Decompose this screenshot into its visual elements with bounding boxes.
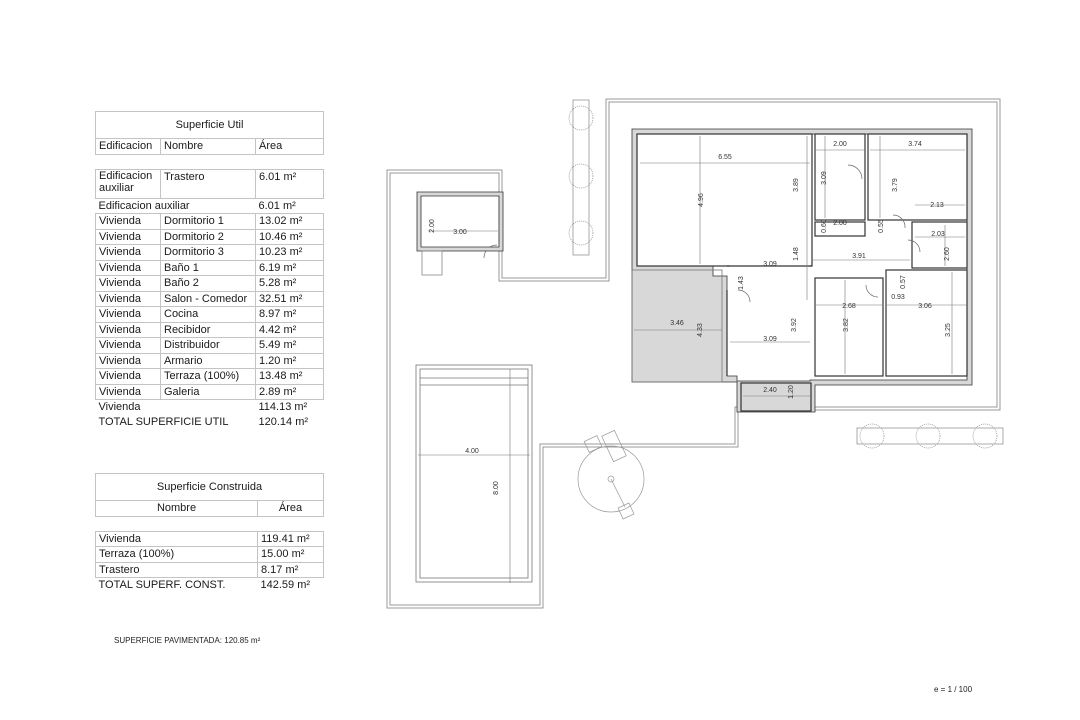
cell: 13.48 m² bbox=[255, 368, 324, 385]
header-area: Área bbox=[257, 500, 324, 517]
total-area: 120.14 m² bbox=[258, 415, 309, 428]
cell: 119.41 m² bbox=[257, 530, 324, 547]
header-edificacion: Edificacion bbox=[95, 138, 161, 155]
subtotal-area: 6.01 m² bbox=[258, 199, 296, 212]
dim-label: 1.43 bbox=[738, 276, 745, 290]
dim-label: 1.48 bbox=[793, 247, 800, 261]
planter-horizontal bbox=[856, 423, 1004, 449]
cell: Dormitorio 1 bbox=[160, 213, 256, 230]
dim-label: 3.00 bbox=[453, 229, 467, 236]
dim-label: 3.89 bbox=[793, 178, 800, 192]
cell: 10.23 m² bbox=[255, 244, 324, 261]
patio-table bbox=[577, 429, 645, 520]
dim-label: 2.40 bbox=[763, 387, 777, 394]
dim-label: 3.91 bbox=[852, 253, 866, 260]
dim-label: 3.09 bbox=[821, 171, 828, 185]
dim-label: 2.03 bbox=[931, 231, 945, 238]
header-area: Área bbox=[255, 138, 324, 155]
dim-label: 2.00 bbox=[833, 220, 847, 227]
cell: 2.89 m² bbox=[255, 383, 324, 400]
cell: 6.19 m² bbox=[255, 259, 324, 276]
cell: Vivienda bbox=[95, 213, 161, 230]
dim-label: 0.57 bbox=[900, 275, 907, 289]
superficie-util-table: Superficie Util Edificacion Nombre Área … bbox=[95, 111, 324, 429]
subtotal-label: Edificacion auxiliar bbox=[98, 199, 190, 212]
cell: 4.42 m² bbox=[255, 321, 324, 338]
table-title: Superficie Util bbox=[95, 111, 324, 139]
planter-vertical bbox=[568, 99, 594, 256]
dim-label: 6.55 bbox=[718, 154, 732, 161]
vivienda-subtotal-area: 114.13 m² bbox=[258, 401, 308, 413]
cell: Vivienda bbox=[95, 228, 161, 245]
dim-label: 3.74 bbox=[908, 141, 922, 148]
dim-label: 3.09 bbox=[763, 261, 777, 268]
cell: 13.02 m² bbox=[255, 213, 324, 230]
dim-label: 3.09 bbox=[763, 336, 777, 343]
table-title: Superficie Construida bbox=[95, 473, 324, 501]
dim-label: 0.93 bbox=[891, 294, 905, 301]
dim-label: 0.55 bbox=[878, 219, 885, 233]
dim-label: 3.06 bbox=[918, 303, 932, 310]
dim-label: 3.82 bbox=[843, 318, 850, 332]
dim-label: 4.96 bbox=[698, 193, 705, 207]
total-label: TOTAL SUPERF. CONST. bbox=[98, 579, 226, 591]
dim-label: 3.79 bbox=[892, 178, 899, 192]
cell: Dormitorio 3 bbox=[160, 244, 256, 261]
scale-label: e = 1 / 100 bbox=[934, 685, 973, 694]
row-area: 6.01 m² bbox=[255, 168, 324, 199]
dim-label: 2.60 bbox=[944, 247, 951, 261]
dim-label: 4.00 bbox=[465, 448, 479, 455]
dim-label: 8.00 bbox=[493, 481, 500, 495]
pool bbox=[415, 364, 533, 583]
cell: Trastero bbox=[95, 561, 258, 578]
cell: Vivienda bbox=[95, 290, 161, 307]
superficie-pavimentada-note: SUPERFICIE PAVIMENTADA: 120.85 m² bbox=[114, 636, 261, 645]
dim-label: 3.25 bbox=[945, 323, 952, 337]
cell: Vivienda bbox=[95, 306, 161, 323]
superficie-construida-table: Superficie Construida Nombre Área Vivien… bbox=[95, 473, 324, 593]
cell: 10.46 m² bbox=[255, 228, 324, 245]
cell: 5.28 m² bbox=[255, 275, 324, 292]
total-area: 142.59 m² bbox=[260, 579, 311, 591]
dim-label: 2.13 bbox=[930, 202, 944, 209]
dim-label: 0.60 bbox=[821, 219, 828, 233]
total-label: TOTAL SUPERFICIE UTIL bbox=[98, 415, 229, 428]
cell: Vivienda bbox=[95, 275, 161, 292]
dim-label: 1.20 bbox=[788, 385, 795, 399]
dim-label: 2.00 bbox=[429, 219, 436, 233]
dim-label: 2.68 bbox=[842, 303, 856, 310]
cell: Terraza (100%) bbox=[160, 368, 256, 385]
header-nombre: Nombre bbox=[95, 500, 258, 517]
cell: Recibidor bbox=[160, 321, 256, 338]
dim-label: 3.46 bbox=[670, 320, 684, 327]
vivienda-subtotal-label: Vivienda bbox=[98, 401, 141, 413]
dim-label: 2.00 bbox=[833, 141, 847, 148]
cell: Vivienda bbox=[95, 530, 258, 547]
cell: 8.17 m² bbox=[257, 561, 324, 578]
trastero bbox=[416, 191, 504, 276]
row-nombre: Trastero bbox=[160, 168, 256, 199]
cell: Dormitorio 2 bbox=[160, 228, 256, 245]
row-edificacion: Edificacion auxiliar bbox=[95, 168, 161, 199]
cell: Distribuidor bbox=[160, 337, 256, 354]
dim-label: 4.33 bbox=[697, 323, 704, 337]
dim-label: 3.92 bbox=[791, 318, 798, 332]
cell: Galeria bbox=[160, 383, 256, 400]
